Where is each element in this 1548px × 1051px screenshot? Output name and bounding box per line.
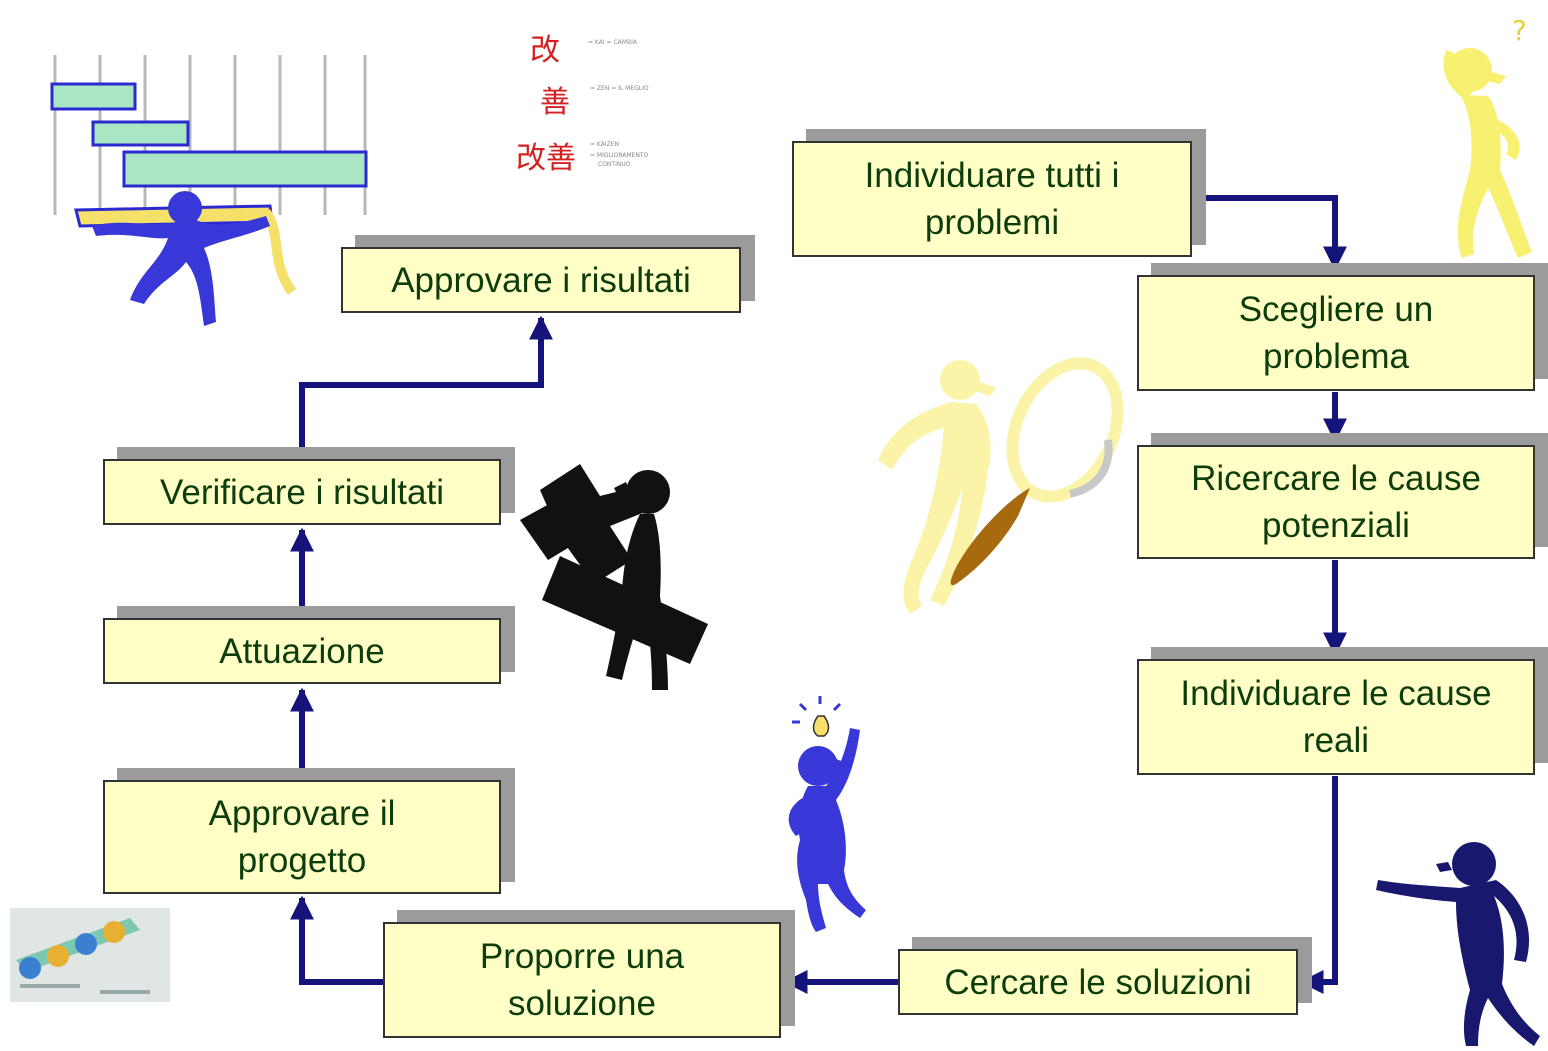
zen-kanji: 善: [540, 85, 570, 120]
step-approvare-progetto: Approvare il progetto: [103, 780, 501, 894]
arrow-individuare-to-scegliere: [1192, 195, 1347, 271]
pdca-slide-thumbnail: [10, 908, 170, 1002]
step-verificare-risultati-label: Verificare i risultati: [160, 472, 444, 512]
step-attuazione-label: Attuazione: [219, 631, 385, 671]
kaizen-kanji: 改善: [516, 141, 576, 176]
step-scegliere-problema: Scegliere un problema: [1137, 275, 1535, 391]
step-individuare-cause-reali-label: Individuare le cause reali: [1180, 674, 1492, 760]
step-attuazione: Attuazione: [103, 618, 501, 684]
step-scegliere-problema-label: Scegliere un problema: [1238, 290, 1434, 376]
step-proporre-soluzione-label: Proporre una soluzione: [479, 937, 685, 1023]
step-approvare-risultati: Approvare i risultati: [341, 247, 741, 313]
thinking-figure-icon: ?: [1443, 14, 1532, 258]
kai-note: = KAI = CAMBIA: [588, 39, 637, 46]
arrow-proporre-to-approvare-progetto: [290, 895, 383, 985]
step-ricercare-cause-label: Ricercare le cause potenziali: [1191, 459, 1481, 545]
arrow-verificare-to-approvare-risultati: [299, 315, 553, 460]
step-individuare-problemi-label: Individuare tutti i problemi: [864, 156, 1120, 242]
step-cercare-soluzioni: Cercare le soluzioni: [898, 949, 1298, 1015]
question-mark-glyph: ?: [1512, 14, 1527, 47]
zen-note: = ZEN = IL MEGLIO: [590, 85, 649, 92]
arrow-reali-to-cercare: [1299, 776, 1338, 994]
kai-kanji: 改: [530, 33, 560, 68]
kaizen-note-2: = MIGLIORAMENTO: [590, 152, 649, 159]
kaizen-kanji-legend: 改 = KAI = CAMBIA 善 = ZEN = IL MEGLIO 改善 …: [510, 25, 690, 185]
step-approvare-risultati-label: Approvare i risultati: [391, 260, 691, 300]
magnifier-figure-icon: [878, 357, 1124, 614]
idea-figure-icon: [788, 696, 866, 932]
step-approvare-progetto-label: Approvare il progetto: [208, 794, 396, 880]
connector-arrows: [290, 195, 1347, 994]
step-verificare-risultati: Verificare i risultati: [103, 459, 501, 525]
gantt-atlas-figure-icon: [50, 55, 368, 326]
hammer-worker-icon: [520, 464, 708, 690]
kaizen-note-1: = KAIZEN: [590, 141, 620, 148]
step-ricercare-cause: Ricercare le cause potenziali: [1137, 445, 1535, 559]
step-individuare-problemi: Individuare tutti i problemi: [792, 141, 1192, 257]
step-proporre-soluzione: Proporre una soluzione: [383, 922, 781, 1038]
kaizen-note-3: CONTINUO: [598, 161, 631, 168]
step-cercare-soluzioni-label: Cercare le soluzioni: [944, 962, 1252, 1002]
pointing-figure-icon: [1376, 842, 1540, 1046]
step-individuare-cause-reali: Individuare le cause reali: [1137, 659, 1535, 775]
